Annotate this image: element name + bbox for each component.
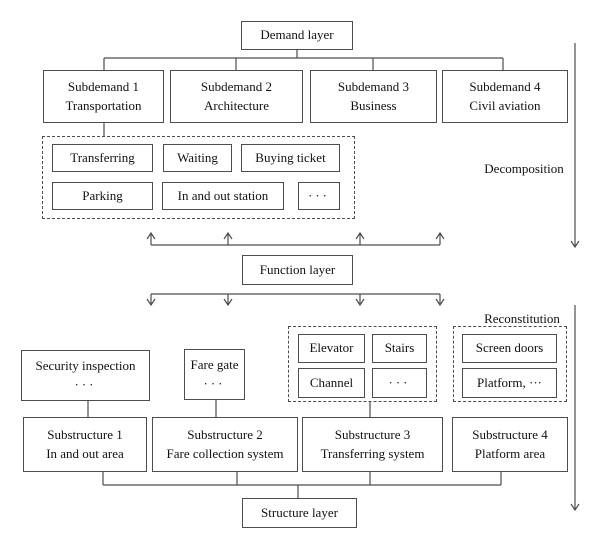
transfer-facilities-group — [288, 326, 437, 402]
security-inspection-label: Security inspection — [35, 358, 136, 374]
channel-box: Channel — [298, 368, 365, 398]
platform-more-label: Platform, ··· — [477, 374, 542, 390]
subdemand-1-subtitle: Transportation — [65, 97, 142, 113]
up-arrow-row — [146, 231, 445, 246]
screen-doors-label: Screen doors — [475, 340, 544, 356]
substructure-3-title: Substructure 3 — [334, 427, 411, 443]
subdemand-4-title: Subdemand 4 — [469, 79, 541, 95]
substructure-1-title: Substructure 1 — [47, 427, 123, 443]
subdemand-4-box: Subdemand 4 Civil aviation — [442, 70, 568, 123]
substructure-4-subtitle: Platform area — [474, 445, 546, 461]
down-arrow — [435, 294, 445, 307]
demand-layer-box: Demand layer — [241, 21, 353, 50]
down-arrow — [146, 294, 156, 307]
substructure-3-subtitle: Transferring system — [320, 445, 425, 461]
down-arrow — [355, 294, 365, 307]
demand-functions-more-box: ··· — [298, 182, 340, 210]
subdemand-1-box: Subdemand 1 Transportation — [43, 70, 164, 123]
fare-gate-box: Fare gate ··· — [184, 349, 245, 400]
substructure-4-title: Substructure 4 — [472, 427, 548, 443]
platform-more-box: Platform, ··· — [462, 368, 557, 398]
up-arrow — [146, 231, 156, 245]
substructure-3-box: Substructure 3 Transferring system — [302, 417, 443, 472]
function-layer-label: Function layer — [259, 261, 336, 277]
parking-label: Parking — [82, 187, 123, 203]
waiting-label: Waiting — [177, 149, 218, 165]
subdemand-2-title: Subdemand 2 — [200, 79, 273, 95]
side-arrows — [570, 43, 580, 512]
decomposition-arrow — [570, 43, 580, 249]
structure-layer-label: Structure layer — [261, 504, 338, 520]
fare-gate-label: Fare gate — [190, 357, 239, 373]
parking-box: Parking — [52, 182, 153, 210]
demand-layer-label: Demand layer — [260, 27, 334, 43]
transferring-box: Transferring — [52, 144, 153, 172]
down-arrow-row — [146, 293, 445, 307]
platform-facilities-group — [453, 326, 567, 402]
structure-layer-box: Structure layer — [242, 498, 357, 528]
in-and-out-station-label: In and out station — [177, 187, 269, 203]
substructure-2-title: Substructure 2 — [187, 427, 263, 443]
subdemand-4-subtitle: Civil aviation — [469, 97, 541, 113]
function-layer-box: Function layer — [242, 255, 353, 285]
up-arrow — [223, 231, 233, 245]
transferring-label: Transferring — [70, 149, 135, 165]
up-arrow — [355, 231, 365, 245]
stairs-label: Stairs — [384, 340, 415, 356]
substructure-2-box: Substructure 2 Fare collection system — [152, 417, 298, 472]
ellipsis-label: ··· — [388, 374, 411, 390]
in-and-out-station-box: In and out station — [162, 182, 284, 210]
subdemand-3-title: Subdemand 3 — [337, 79, 410, 95]
subdemand-2-subtitle: Architecture — [204, 97, 269, 113]
elevator-label: Elevator — [309, 340, 354, 356]
demand-functions-group — [42, 136, 355, 219]
subdemand-2-box: Subdemand 2 Architecture — [170, 70, 303, 123]
structure-tree-connectors — [87, 400, 502, 498]
substructure-4-box: Substructure 4 Platform area — [452, 417, 568, 472]
substructure-1-subtitle: In and out area — [46, 445, 124, 461]
down-arrow — [223, 294, 233, 307]
buying-ticket-box: Buying ticket — [241, 144, 340, 172]
elevator-box: Elevator — [298, 334, 365, 363]
transfer-more-box: ··· — [372, 368, 427, 398]
buying-ticket-label: Buying ticket — [255, 149, 326, 165]
substructure-2-subtitle: Fare collection system — [166, 445, 284, 461]
reconstitution-label: Reconstitution — [484, 311, 560, 326]
demand-tree-connectors — [103, 50, 504, 136]
screen-doors-box: Screen doors — [462, 334, 557, 363]
security-inspection-box: Security inspection ··· — [21, 350, 150, 401]
up-arrow — [435, 231, 445, 245]
subdemand-3-box: Subdemand 3 Business — [310, 70, 437, 123]
substructure-1-box: Substructure 1 In and out area — [23, 417, 147, 472]
waiting-box: Waiting — [163, 144, 232, 172]
ellipsis-label: ··· — [203, 375, 226, 391]
ellipsis-label: ··· — [308, 187, 330, 203]
reconstitution-arrow — [570, 305, 580, 512]
subdemand-1-title: Subdemand 1 — [67, 79, 140, 95]
decomposition-label: Decomposition — [484, 161, 564, 176]
stairs-box: Stairs — [372, 334, 427, 363]
subdemand-3-subtitle: Business — [350, 97, 397, 113]
channel-label: Channel — [309, 374, 354, 390]
ellipsis-label: ··· — [74, 376, 97, 392]
